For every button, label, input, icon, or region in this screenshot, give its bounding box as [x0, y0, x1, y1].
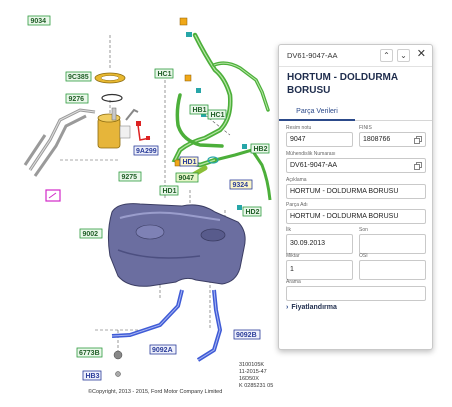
copy-icon[interactable]	[414, 136, 422, 144]
svg-text:9324: 9324	[233, 182, 249, 189]
svg-text:HB3: HB3	[86, 373, 100, 380]
svg-text:HB1: HB1	[193, 107, 207, 114]
label-hb2: HB2	[250, 143, 270, 154]
parca-adi-input[interactable]: HORTUM - DOLDURMA BORUSU	[286, 209, 426, 224]
field-osi: OSI	[359, 253, 426, 280]
panel-header: DV61-9047-AA ⌃ ⌄ ✕	[279, 45, 432, 67]
fuel-tank	[107, 203, 246, 287]
svg-text:HC1: HC1	[158, 71, 172, 78]
reference-block: 3100105K 11-2015-47 16D50X K 0285231 05	[239, 362, 273, 389]
part-labels: 9034 9C385 9276 9A299 9275 9002 6773B HB…	[27, 15, 270, 381]
resim-notu-input[interactable]: 9047	[286, 132, 353, 147]
svg-text:16D50X: 16D50X	[239, 376, 259, 382]
svg-text:HD2: HD2	[246, 209, 260, 216]
panel-title: HORTUM - DOLDURMA BORUSU	[287, 72, 398, 96]
label-9047: 9047	[175, 172, 199, 183]
label-hb3: HB3	[82, 370, 102, 381]
strap-bolt	[113, 350, 123, 360]
tab-parca-verileri[interactable]: Parça Verileri	[279, 103, 355, 121]
label-9034: 9034	[27, 15, 51, 26]
clips	[174, 17, 192, 167]
field-arama: Arama	[286, 279, 426, 301]
svg-text:9034: 9034	[31, 18, 47, 25]
label-9a299: 9A299	[133, 145, 159, 156]
arama-input[interactable]	[286, 286, 426, 301]
label-9092a: 9092A	[149, 344, 177, 355]
field-miktar: Miktar 1	[286, 253, 353, 280]
label-9c385: 9C385	[65, 71, 92, 82]
label-9002: 9002	[79, 228, 103, 239]
fuel-pump-module	[97, 107, 139, 149]
copyright-text: ©Copyright, 2013 - 2015, Ford Motor Comp…	[88, 388, 222, 395]
tank-straps-highlight	[111, 289, 221, 361]
close-icon[interactable]: ✕	[416, 48, 426, 60]
svg-text:K 0285231 05: K 0285231 05	[239, 383, 273, 389]
fiyatlandirma-toggle[interactable]: ›Fiyatlandırma	[286, 304, 337, 311]
svg-text:9C385: 9C385	[68, 74, 89, 81]
seal-ring	[101, 93, 123, 103]
label-hd1-top: HD1	[179, 156, 199, 167]
svg-text:HB2: HB2	[254, 146, 268, 153]
field-parca-adi: Parça Adı HORTUM - DOLDURMA BORUSU	[286, 202, 426, 224]
lock-ring-inner	[100, 75, 120, 81]
strap-nut	[115, 371, 121, 377]
copy-icon[interactable]	[414, 162, 422, 170]
miktar-input[interactable]: 1	[286, 260, 353, 280]
svg-text:3100105K: 3100105K	[239, 362, 264, 368]
muhendislik-numarasi-input[interactable]: DV61-9047-AA	[286, 158, 426, 173]
field-resim-notu: Resim notu 9047	[286, 125, 353, 147]
connector-red	[136, 121, 151, 141]
dashed-leaders	[60, 35, 231, 352]
field-ilk: İlk 30.09.2013	[286, 227, 353, 254]
label-hb1: HB1	[189, 104, 209, 115]
panel-tabs: Parça Verileri	[279, 103, 432, 121]
label-6773b: 6773B	[76, 347, 103, 358]
part-detail-panel: DV61-9047-AA ⌃ ⌄ ✕ HORTUM - DOLDURMA BOR…	[278, 44, 433, 350]
svg-text:HD1: HD1	[163, 188, 177, 195]
svg-text:9092B: 9092B	[236, 332, 257, 339]
panel-part-code: DV61-9047-AA	[287, 51, 338, 60]
ilk-input[interactable]: 30.09.2013	[286, 234, 353, 254]
svg-text:6773B: 6773B	[79, 350, 100, 357]
fiyatlandirma-label: Fiyatlandırma	[291, 304, 337, 311]
label-hd1-bottom: HD1	[159, 185, 179, 196]
label-9324: 9324	[229, 179, 253, 190]
svg-text:9A299: 9A299	[136, 148, 157, 155]
label-9092b: 9092B	[233, 329, 261, 340]
field-muhendislik-numarasi: Mühendislik Numarası DV61-9047-AA	[286, 151, 426, 173]
finis-input[interactable]: 1808766	[359, 132, 426, 147]
svg-text:9092A: 9092A	[152, 347, 173, 354]
svg-text:HC1: HC1	[211, 112, 225, 119]
svg-text:9275: 9275	[122, 174, 138, 181]
svg-text:11-2015-47: 11-2015-47	[239, 369, 267, 375]
label-hd2: HD2	[242, 206, 262, 217]
label-9276: 9276	[65, 93, 89, 104]
osi-input[interactable]	[359, 260, 426, 280]
chevron-up-icon[interactable]: ⌃	[380, 49, 393, 62]
field-finis: FINIS 1808766	[359, 125, 426, 147]
chevron-down-icon[interactable]: ⌄	[397, 49, 410, 62]
field-son: Son	[359, 227, 426, 254]
svg-text:HD1: HD1	[183, 159, 197, 166]
fuel-lines-highlight	[29, 109, 96, 171]
label-hc1-mid: HC1	[207, 109, 227, 120]
son-input[interactable]	[359, 234, 426, 254]
label-hc1-top: HC1	[154, 68, 174, 79]
svg-text:9002: 9002	[83, 231, 99, 238]
svg-text:9276: 9276	[69, 96, 85, 103]
field-aciklama: Açıklama HORTUM - DOLDURMA BORUSU	[286, 177, 426, 199]
svg-text:9047: 9047	[179, 175, 195, 182]
chevron-right-icon: ›	[286, 304, 289, 311]
label-9275: 9275	[118, 171, 142, 182]
small-connectors	[45, 189, 61, 202]
aciklama-input[interactable]: HORTUM - DOLDURMA BORUSU	[286, 184, 426, 199]
clamp-ring	[207, 156, 219, 164]
